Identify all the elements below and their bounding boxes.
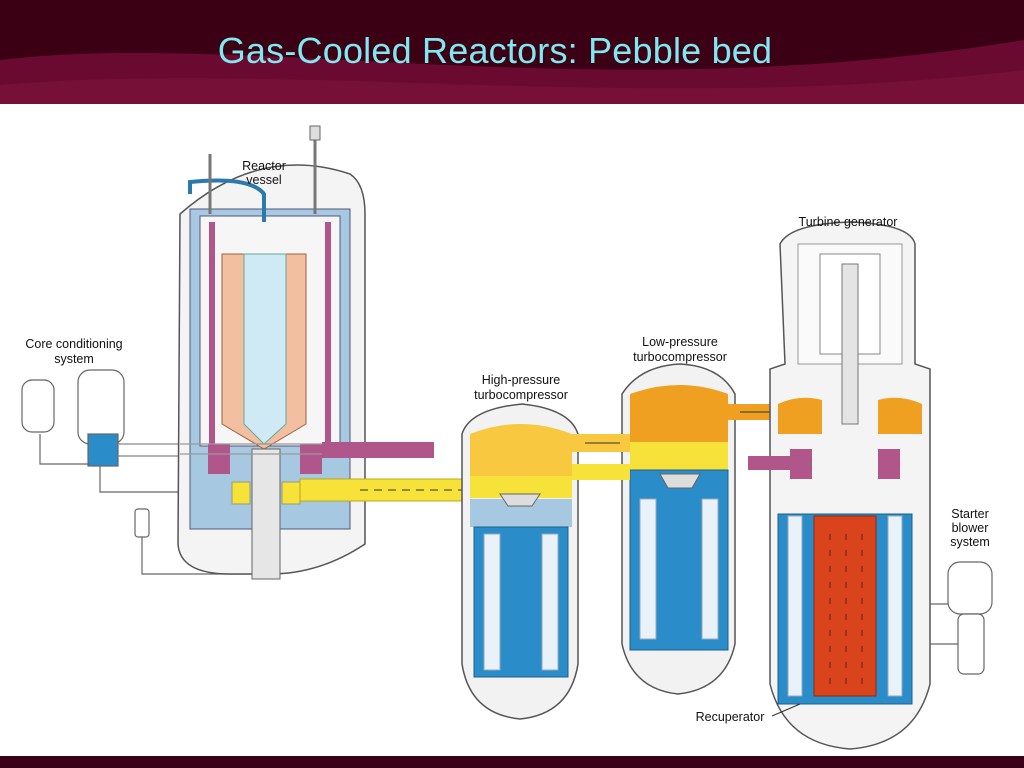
bottom-strip	[0, 756, 1024, 768]
label-hp-turbocompressor-line1: High-pressure	[482, 373, 561, 387]
label-lp-turbocompressor-line1: Low-pressure	[642, 335, 718, 349]
label-starter-line1: Starter	[951, 507, 989, 521]
slide-title: Gas-Cooled Reactors: Pebble bed	[217, 30, 773, 71]
label-recuperator: Recuperator	[696, 710, 765, 724]
reactor-vessel	[177, 125, 366, 580]
title-band-background	[0, 0, 1024, 110]
label-starter-line2: blower	[952, 521, 989, 535]
high-pressure-turbocompressor	[461, 403, 579, 720]
label-core-conditioning-line1: Core conditioning	[25, 337, 122, 351]
low-pressure-turbocompressor	[621, 363, 736, 695]
label-turbine-generator: Turbine generator	[799, 215, 898, 229]
diagram-labels: Reactor vessel Core conditioning system …	[25, 159, 989, 724]
label-reactor-vessel-line2: vessel	[246, 173, 281, 187]
label-starter-line3: system	[950, 535, 990, 549]
label-reactor-vessel-line1: Reactor	[242, 159, 286, 173]
label-core-conditioning-line2: system	[54, 352, 94, 366]
turbine-generator-recuperator	[748, 221, 931, 750]
label-lp-turbocompressor-line2: turbocompressor	[633, 350, 727, 364]
label-hp-turbocompressor-line2: turbocompressor	[474, 388, 568, 402]
starter-blower-system	[930, 561, 993, 675]
pebble-bed-reactor-diagram: Reactor vessel Core conditioning system …	[21, 125, 993, 750]
diagram-panel: Reactor vessel Core conditioning system …	[0, 104, 1024, 756]
core-conditioning-system	[21, 369, 250, 575]
